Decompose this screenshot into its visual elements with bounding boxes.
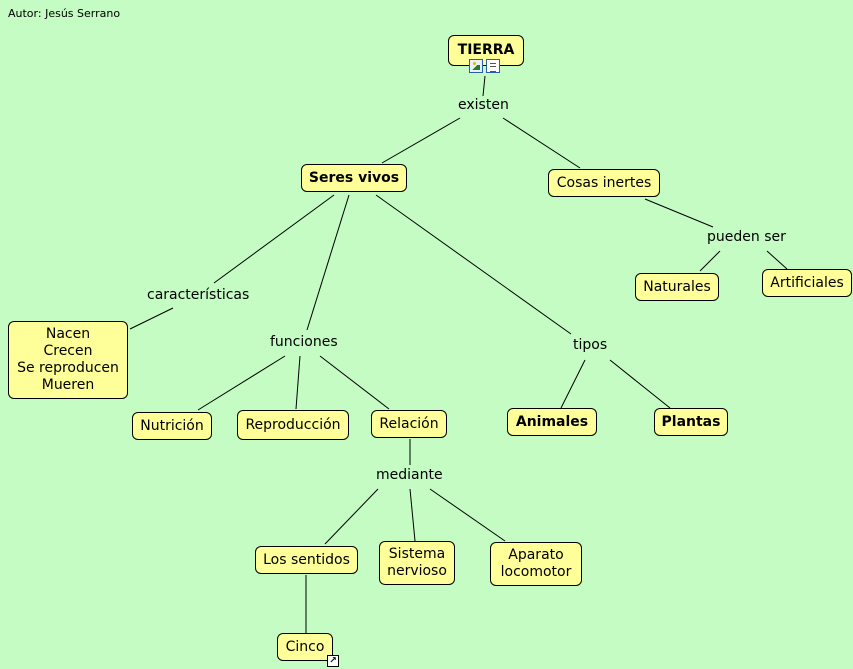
concept-naturales[interactable]: Naturales — [635, 273, 719, 301]
connector — [482, 75, 486, 97]
connector — [766, 250, 788, 270]
connector — [502, 117, 581, 169]
connector — [213, 194, 335, 284]
image-icon[interactable] — [469, 59, 483, 73]
concept-caracteristicas-list-label: Nacen Crecen Se reproducen Mueren — [17, 326, 119, 393]
connector — [375, 194, 572, 335]
concept-caracteristicas-list[interactable]: Nacen Crecen Se reproducen Mueren — [8, 321, 128, 399]
connector — [295, 355, 301, 410]
connector — [609, 359, 671, 409]
concept-aparato-locomotor-label: Aparato locomotor — [500, 547, 572, 580]
concept-los-sentidos[interactable]: Los sentidos — [255, 546, 358, 574]
concept-tierra-label: TIERRA — [457, 42, 515, 58]
document-icon[interactable] — [486, 59, 500, 73]
link-funciones: funciones — [268, 334, 340, 350]
link-arrow-icon[interactable]: ↗ — [327, 655, 339, 667]
concept-animales[interactable]: Animales — [507, 408, 597, 436]
connector — [129, 307, 174, 330]
connector — [429, 488, 506, 542]
concept-animales-label: Animales — [515, 413, 589, 430]
connector — [381, 117, 461, 164]
concept-plantas[interactable]: Plantas — [654, 408, 728, 436]
connector — [319, 355, 390, 410]
concept-cosas-inertes[interactable]: Cosas inertes — [548, 169, 660, 197]
concept-nutricion-label: Nutrición — [140, 417, 204, 434]
link-pueden-ser: pueden ser — [705, 229, 788, 245]
concept-nutricion[interactable]: Nutrición — [132, 412, 212, 440]
connector — [324, 488, 379, 545]
author-credit: Autor: Jesús Serrano — [8, 7, 121, 20]
concept-los-sentidos-label: Los sentidos — [263, 551, 350, 568]
connector — [699, 250, 721, 272]
concept-seres-vivos-label: Seres vivos — [308, 169, 400, 186]
concept-relacion[interactable]: Relación — [371, 410, 447, 438]
connector — [306, 194, 350, 331]
concept-cosas-inertes-label: Cosas inertes — [556, 174, 652, 191]
link-caracteristicas: características — [145, 287, 252, 303]
link-existen: existen — [456, 97, 511, 113]
connector — [560, 359, 586, 409]
concept-relacion-label: Relación — [379, 415, 439, 432]
connector — [409, 488, 416, 542]
concept-naturales-label: Naturales — [643, 278, 711, 295]
concept-reproduccion[interactable]: Reproducción — [237, 410, 349, 440]
link-mediante: mediante — [374, 467, 445, 483]
concept-reproduccion-label: Reproducción — [245, 416, 341, 433]
concept-artificiales-label: Artificiales — [770, 274, 844, 291]
concept-seres-vivos[interactable]: Seres vivos — [301, 164, 407, 192]
concept-artificiales[interactable]: Artificiales — [762, 269, 852, 297]
concept-cinco-label: Cinco — [285, 638, 325, 655]
concept-aparato-locomotor[interactable]: Aparato locomotor — [490, 542, 582, 586]
connector — [644, 198, 714, 228]
concept-cinco[interactable]: Cinco — [277, 633, 333, 661]
concept-sistema-nervioso-label: Sistema nervioso — [387, 546, 447, 579]
concept-sistema-nervioso[interactable]: Sistema nervioso — [379, 541, 455, 585]
link-tipos: tipos — [571, 337, 610, 353]
concept-plantas-label: Plantas — [661, 413, 721, 430]
connector — [197, 355, 286, 411]
